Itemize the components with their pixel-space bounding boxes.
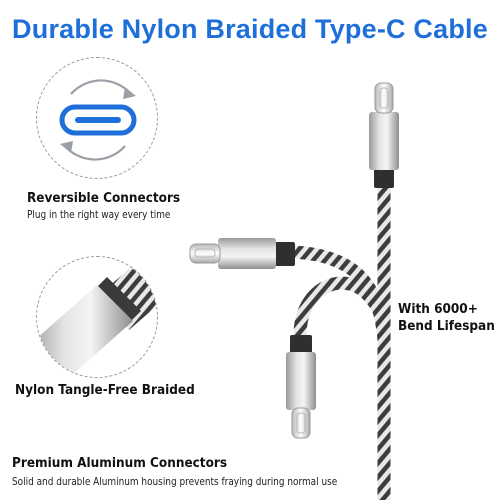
nylon-braided-title: Nylon Tangle-Free Braided bbox=[15, 383, 195, 398]
premium-aluminum-subtitle: Solid and durable Aluminum housing preve… bbox=[12, 476, 338, 488]
braided-feature-circle bbox=[36, 256, 158, 378]
reversible-arrows-icon bbox=[60, 79, 136, 161]
usb-c-port-icon bbox=[59, 104, 137, 136]
premium-aluminum-title: Premium Aluminum Connectors bbox=[12, 456, 228, 471]
reversible-connectors-title: Reversible Connectors bbox=[27, 191, 181, 206]
reversible-feature-circle bbox=[36, 57, 158, 179]
braided-cable-closeup-image bbox=[37, 257, 157, 377]
bend-lifespan-line2: Bend Lifespan bbox=[398, 319, 495, 334]
bend-lifespan-line1: With 6000+ bbox=[398, 302, 478, 317]
reversible-connectors-subtitle: Plug in the right way every time bbox=[27, 209, 171, 221]
page-title: Durable Nylon Braided Type-C Cable bbox=[12, 14, 488, 44]
